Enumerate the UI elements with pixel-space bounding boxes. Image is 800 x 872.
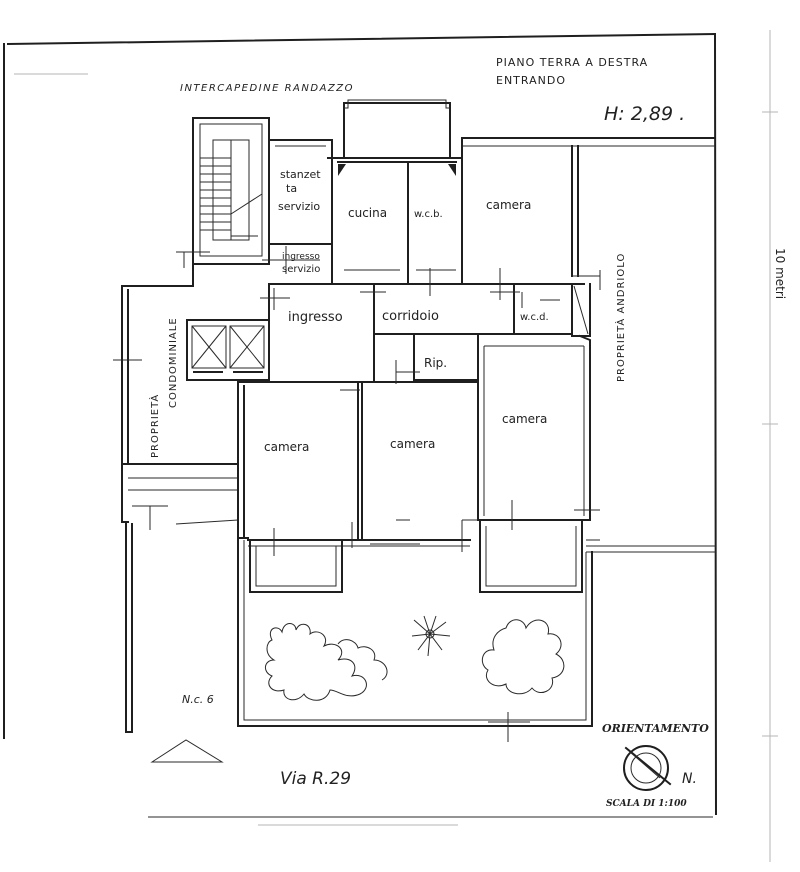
north-arrow-icon [623,745,672,791]
garden-palm [411,615,451,657]
room-label-camera-right: camera [502,412,547,426]
room-label-wcd: w.c.d. [520,312,549,323]
garden-shrub-right [481,619,565,695]
apartment-walls [183,99,716,742]
street-name: Via R.29 [280,769,351,789]
room-label-stanzetta-1: stanzet [280,168,321,181]
sheet-frame [3,32,718,826]
room-label-camera-top-right: camera [486,198,531,212]
room-label-cucina: cucina [348,206,387,220]
room-label-stanzetta-2: ta [286,182,297,195]
ceiling-height: H: 2,89 . [604,103,685,125]
room-label-camera-center: camera [390,437,435,451]
room-label-rip: Rip. [424,356,447,370]
side-scale-ruler: 10 metri [762,30,787,862]
side-scale-label: 10 metri [773,248,787,299]
civic-number: N.c. 6 [182,693,214,706]
scale-label: SCALA DI 1:100 [606,799,687,809]
garden-shrub-left [265,623,388,701]
room-label-wcb: w.c.b. [414,209,443,220]
plan-title-line2: ENTRANDO [496,74,566,87]
room-label-servizio: servizio [278,200,320,213]
north-letter: N. [682,771,697,787]
room-label-camera-left: camera [264,440,309,454]
stair-block [192,117,270,265]
property-label-condominiale-1: PROPRIETÀ [148,394,161,458]
entrance-arrow-icon [150,739,224,763]
room-label-ingresso: ingresso [288,310,343,325]
top-gap-label: INTERCAPEDINE RANDAZZO [180,83,354,94]
plan-title-line1: PIANO TERRA A DESTRA [496,56,648,69]
building-outline-left [113,251,239,733]
room-label-ingresso-servizio-1: ingresso [282,252,320,262]
room-label-corridoio: corridoio [382,309,439,324]
orientation-label: ORIENTAMENTO [602,722,709,735]
room-label-ingresso-servizio-2: servizio [282,264,320,275]
property-label-andriolo: PROPRIETÀ ANDRIOLO [614,253,627,382]
lift-shafts [186,319,270,381]
property-label-condominiale-2: CONDOMINIALE [168,317,179,408]
